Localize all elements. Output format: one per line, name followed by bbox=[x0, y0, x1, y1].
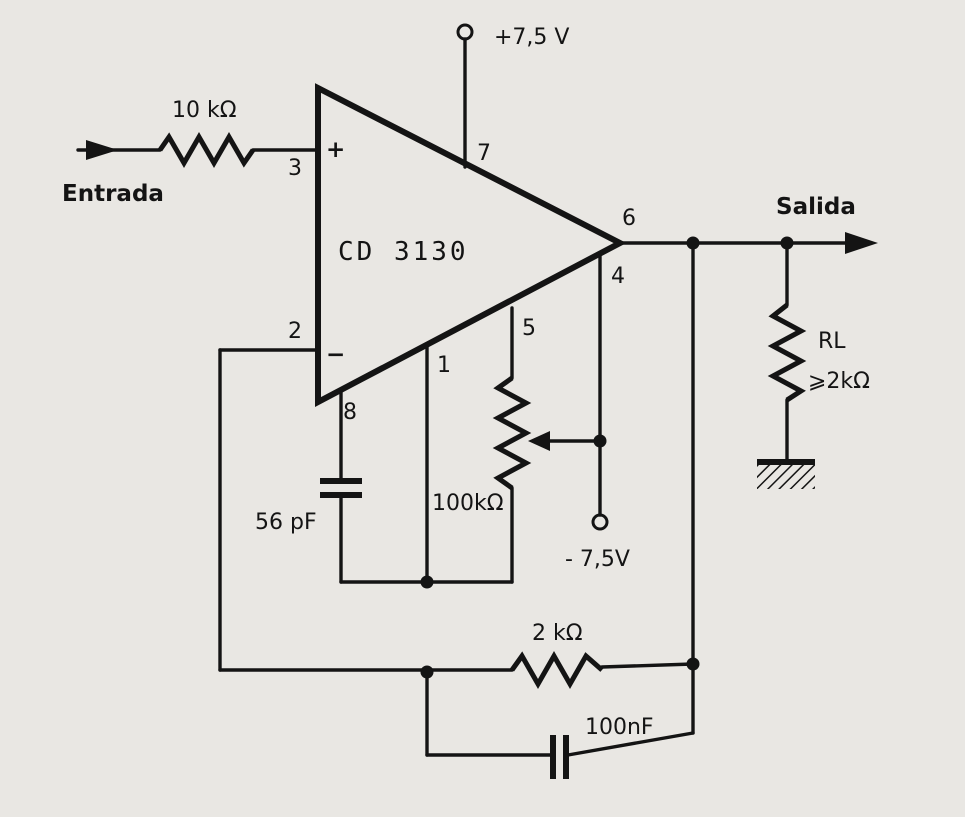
load-name-label: RL bbox=[818, 329, 846, 354]
pin-2-label: 2 bbox=[288, 319, 302, 344]
pin-4-label: 4 bbox=[611, 264, 625, 289]
ground-hatch bbox=[757, 465, 815, 489]
potentiometer bbox=[492, 375, 532, 491]
input-label: Entrada bbox=[62, 181, 164, 207]
load-value-label: ⩾2kΩ bbox=[808, 369, 870, 394]
input-resistor-label: 10 kΩ bbox=[172, 98, 237, 123]
output-arrow bbox=[845, 232, 878, 254]
positive-supply-terminal bbox=[456, 23, 474, 41]
output-label: Salida bbox=[776, 194, 856, 220]
pin-7-label: 7 bbox=[477, 141, 491, 166]
node-feedback-right bbox=[686, 657, 700, 671]
compensation-capacitor bbox=[320, 478, 362, 498]
supply-negative-label: - 7,5V bbox=[565, 547, 630, 572]
supply-positive-label: +7,5 V bbox=[494, 25, 569, 50]
potentiometer-label: 100kΩ bbox=[432, 491, 504, 516]
input-arrow bbox=[76, 140, 162, 160]
opamp-name: CD 3130 bbox=[338, 237, 469, 267]
opamp-symbol bbox=[315, 83, 627, 407]
negative-supply-terminal bbox=[591, 513, 609, 531]
pin-3-label: 3 bbox=[288, 156, 302, 181]
pin-6-label: 6 bbox=[622, 206, 636, 231]
pin-8-label: 8 bbox=[343, 400, 357, 425]
feedback-capacitor-label: 100nF bbox=[585, 715, 654, 740]
input-resistor bbox=[157, 131, 256, 169]
feedback-resistor bbox=[509, 650, 604, 690]
pin-5-label: 5 bbox=[522, 316, 536, 341]
pin-1-label: 1 bbox=[437, 353, 451, 378]
feedback-capacitor bbox=[550, 735, 569, 779]
load-resistor bbox=[767, 303, 807, 403]
comp-capacitor-label: 56 pF bbox=[255, 510, 317, 535]
node-pin1 bbox=[420, 575, 434, 589]
inverting-sign: − bbox=[326, 342, 345, 368]
non-inverting-sign: + bbox=[326, 137, 345, 163]
feedback-resistor-label: 2 kΩ bbox=[532, 621, 583, 646]
